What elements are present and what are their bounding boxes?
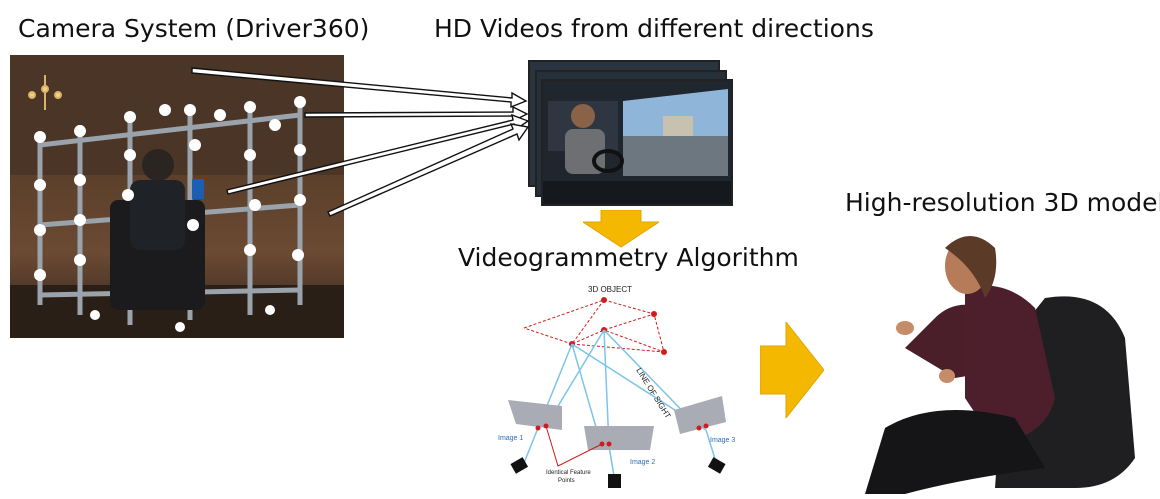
feature-label-line2: Points bbox=[558, 478, 575, 484]
image-plane-2 bbox=[584, 426, 654, 450]
driver-face-icon bbox=[571, 104, 595, 128]
sight-lines bbox=[523, 329, 717, 477]
legs-icon bbox=[865, 410, 1045, 494]
camera-rig-photo bbox=[10, 55, 344, 338]
image3-label: Image 3 bbox=[710, 437, 735, 444]
object-label: 3D OBJECT bbox=[588, 285, 632, 294]
camera-system-heading: Camera System (Driver360) bbox=[18, 14, 370, 43]
video-frame-front bbox=[541, 79, 733, 206]
right-arrow-icon bbox=[759, 320, 825, 423]
object-points bbox=[569, 297, 667, 355]
videogrammetry-diagram: 3D OBJECT LINE OF SIGHT Image 1 Image 2 … bbox=[484, 278, 760, 494]
driver-head-icon bbox=[142, 149, 174, 181]
image-plane-3 bbox=[674, 396, 726, 434]
hand-icon bbox=[896, 321, 914, 335]
image1-label: Image 1 bbox=[498, 435, 523, 442]
line-of-sight-label: LINE OF SIGHT bbox=[634, 366, 672, 420]
torso-icon bbox=[965, 285, 1055, 443]
object-mesh bbox=[523, 299, 665, 353]
videogrammetry-heading: Videogrammetry Algorithm bbox=[458, 243, 799, 272]
hd-videos-heading: HD Videos from different directions bbox=[434, 14, 874, 43]
model-heading: High-resolution 3D model bbox=[845, 188, 1160, 217]
image2-label: Image 2 bbox=[630, 459, 655, 466]
down-arrow-icon bbox=[581, 209, 661, 253]
feature-label-line1: Identical Feature bbox=[546, 470, 591, 476]
3d-model-photo bbox=[845, 228, 1145, 494]
chandelier-icon bbox=[28, 75, 62, 110]
hair-icon bbox=[945, 236, 997, 298]
camera-icons bbox=[510, 457, 726, 488]
steering-wheel-icon bbox=[592, 149, 624, 173]
image-plane-1 bbox=[508, 400, 562, 430]
